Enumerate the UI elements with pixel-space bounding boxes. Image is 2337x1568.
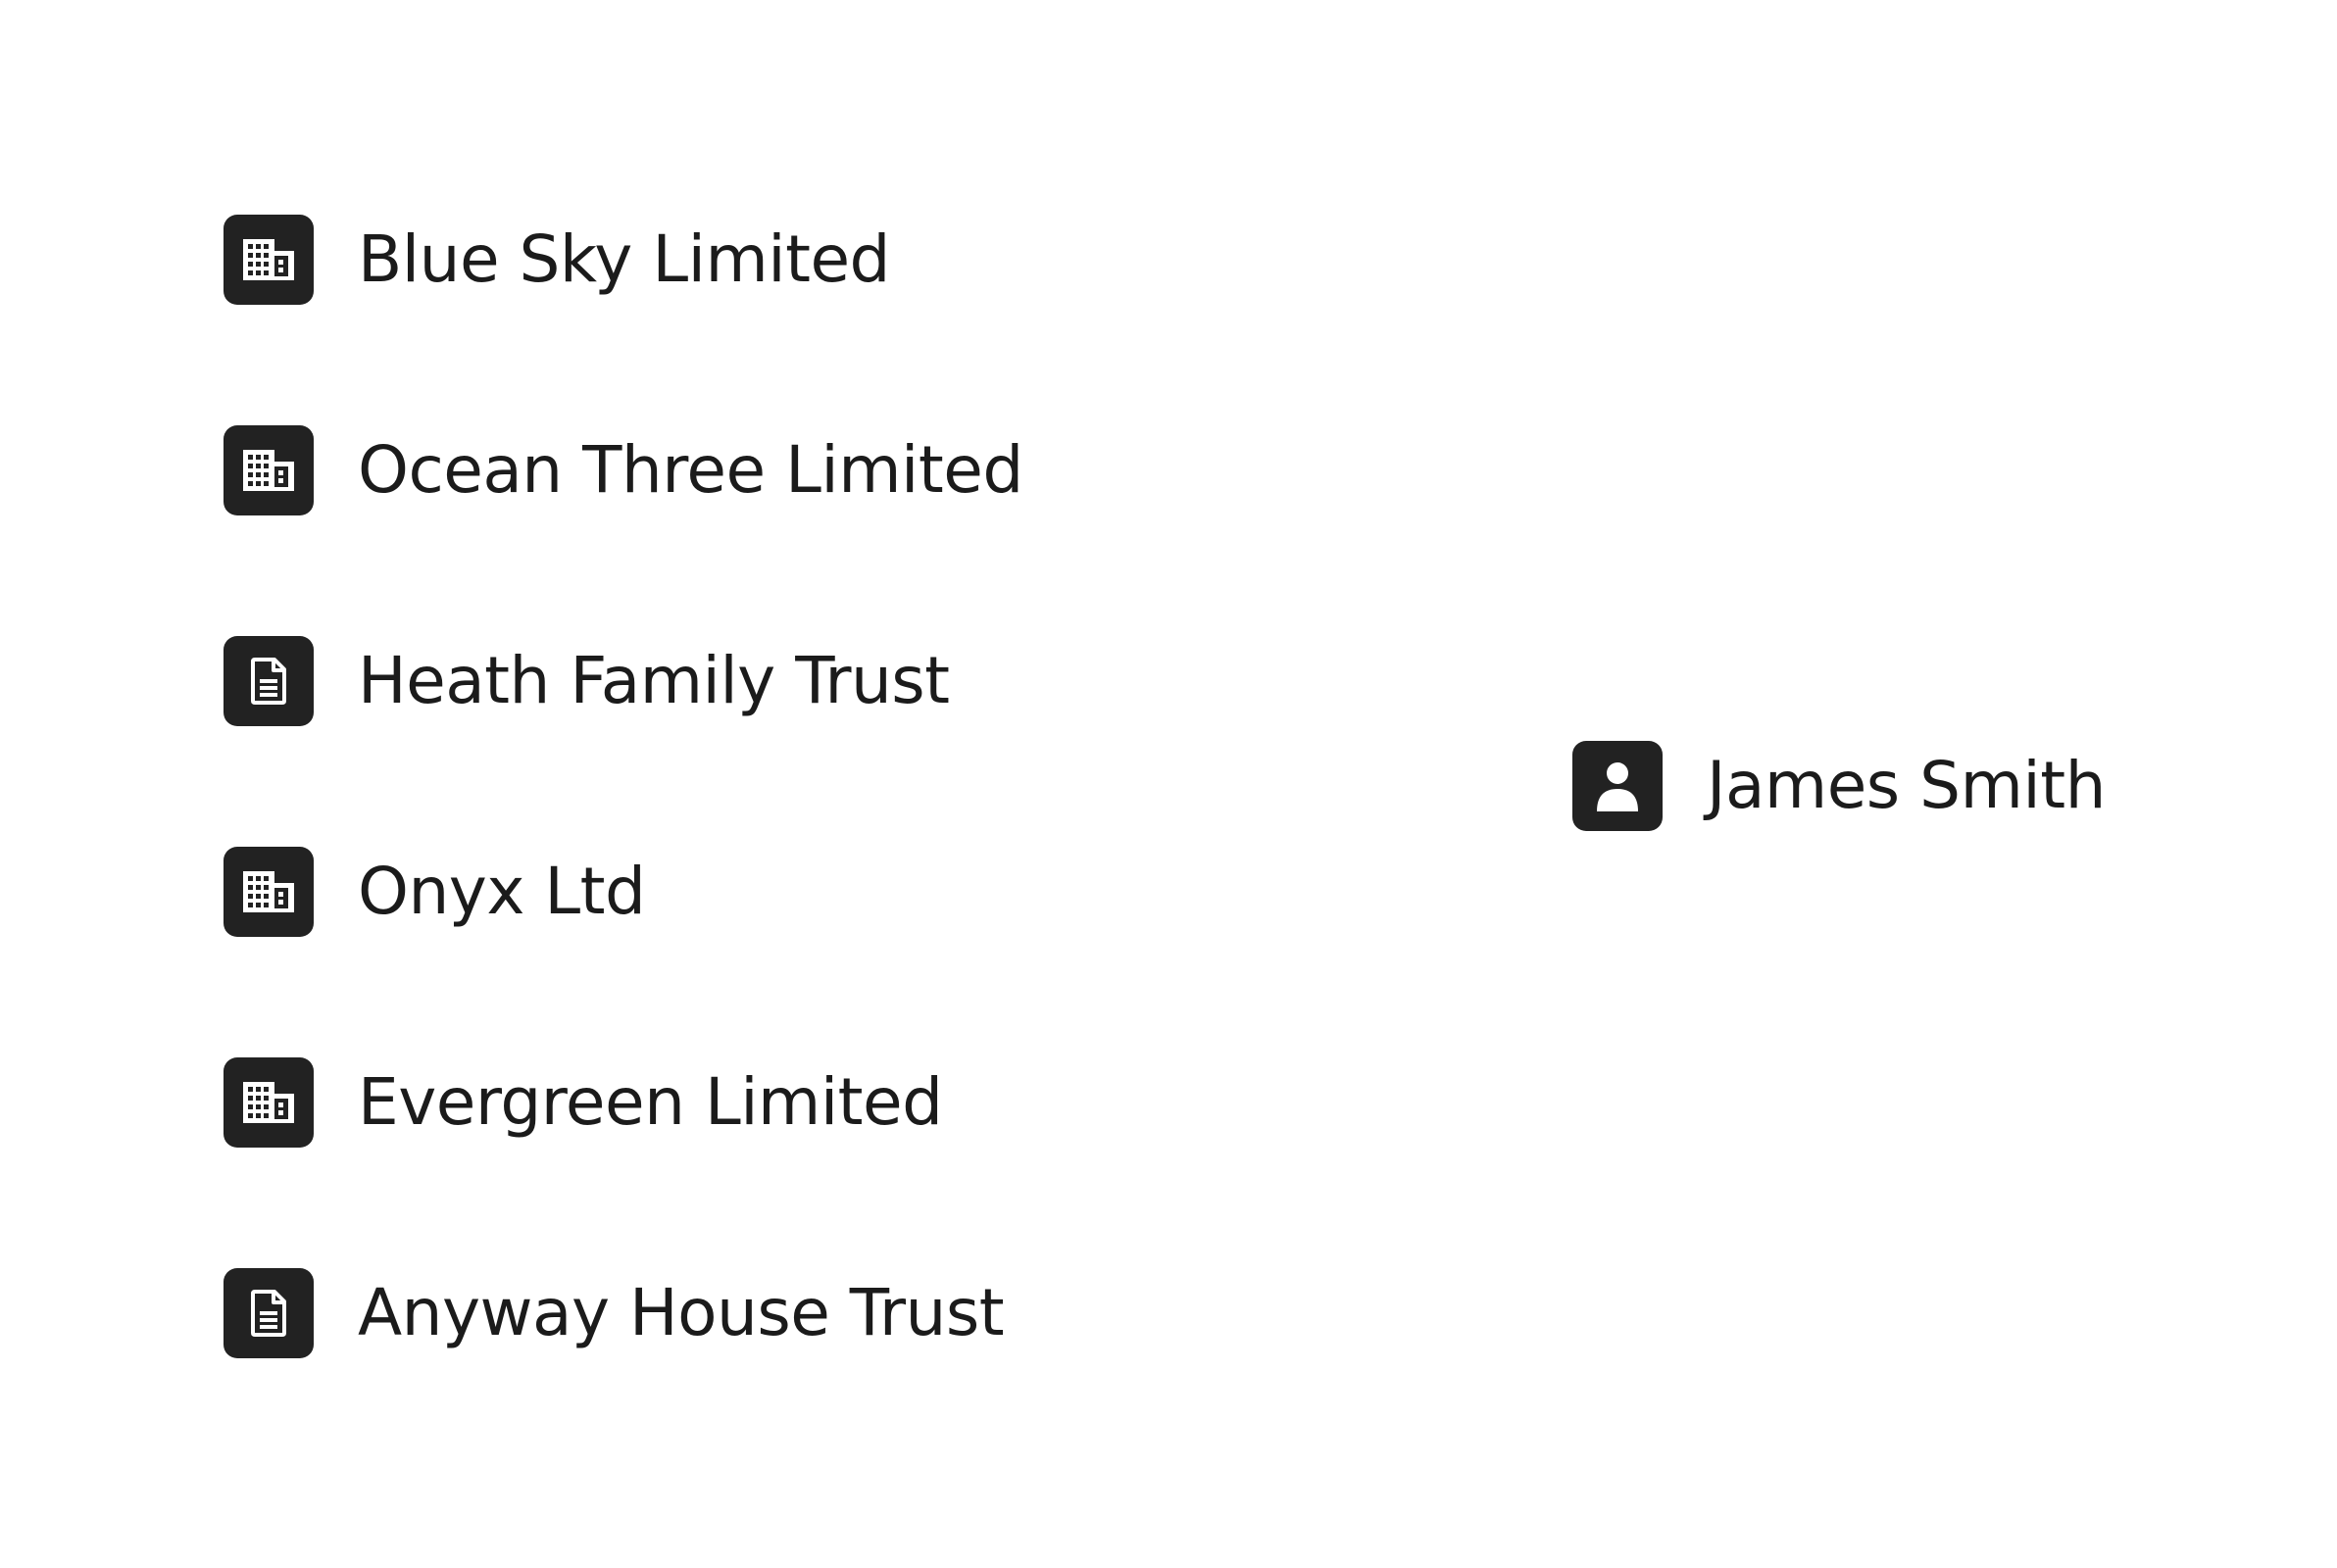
entity-label: Heath Family Trust (358, 643, 950, 718)
person-label: James Smith (1707, 748, 2106, 823)
building-icon (224, 425, 314, 515)
building-icon (224, 215, 314, 305)
person-node-james-smith[interactable]: James Smith (1572, 741, 2106, 831)
person-icon (1572, 741, 1663, 831)
entity-node-ocean-three-limited[interactable]: Ocean Three Limited (224, 425, 1023, 515)
entity-node-heath-family-trust[interactable]: Heath Family Trust (224, 636, 950, 726)
entity-label: Evergreen Limited (358, 1064, 943, 1140)
entity-node-anyway-house-trust[interactable]: Anyway House Trust (224, 1268, 1005, 1358)
entity-label: Ocean Three Limited (358, 432, 1023, 508)
entity-node-evergreen-limited[interactable]: Evergreen Limited (224, 1057, 943, 1148)
entity-label: Blue Sky Limited (358, 221, 890, 297)
entity-label: Anyway House Trust (358, 1275, 1005, 1350)
entity-label: Onyx Ltd (358, 854, 646, 929)
building-icon (224, 1057, 314, 1148)
document-icon (224, 1268, 314, 1358)
entity-node-blue-sky-limited[interactable]: Blue Sky Limited (224, 215, 890, 305)
entity-node-onyx-ltd[interactable]: Onyx Ltd (224, 847, 646, 937)
document-icon (224, 636, 314, 726)
building-icon (224, 847, 314, 937)
